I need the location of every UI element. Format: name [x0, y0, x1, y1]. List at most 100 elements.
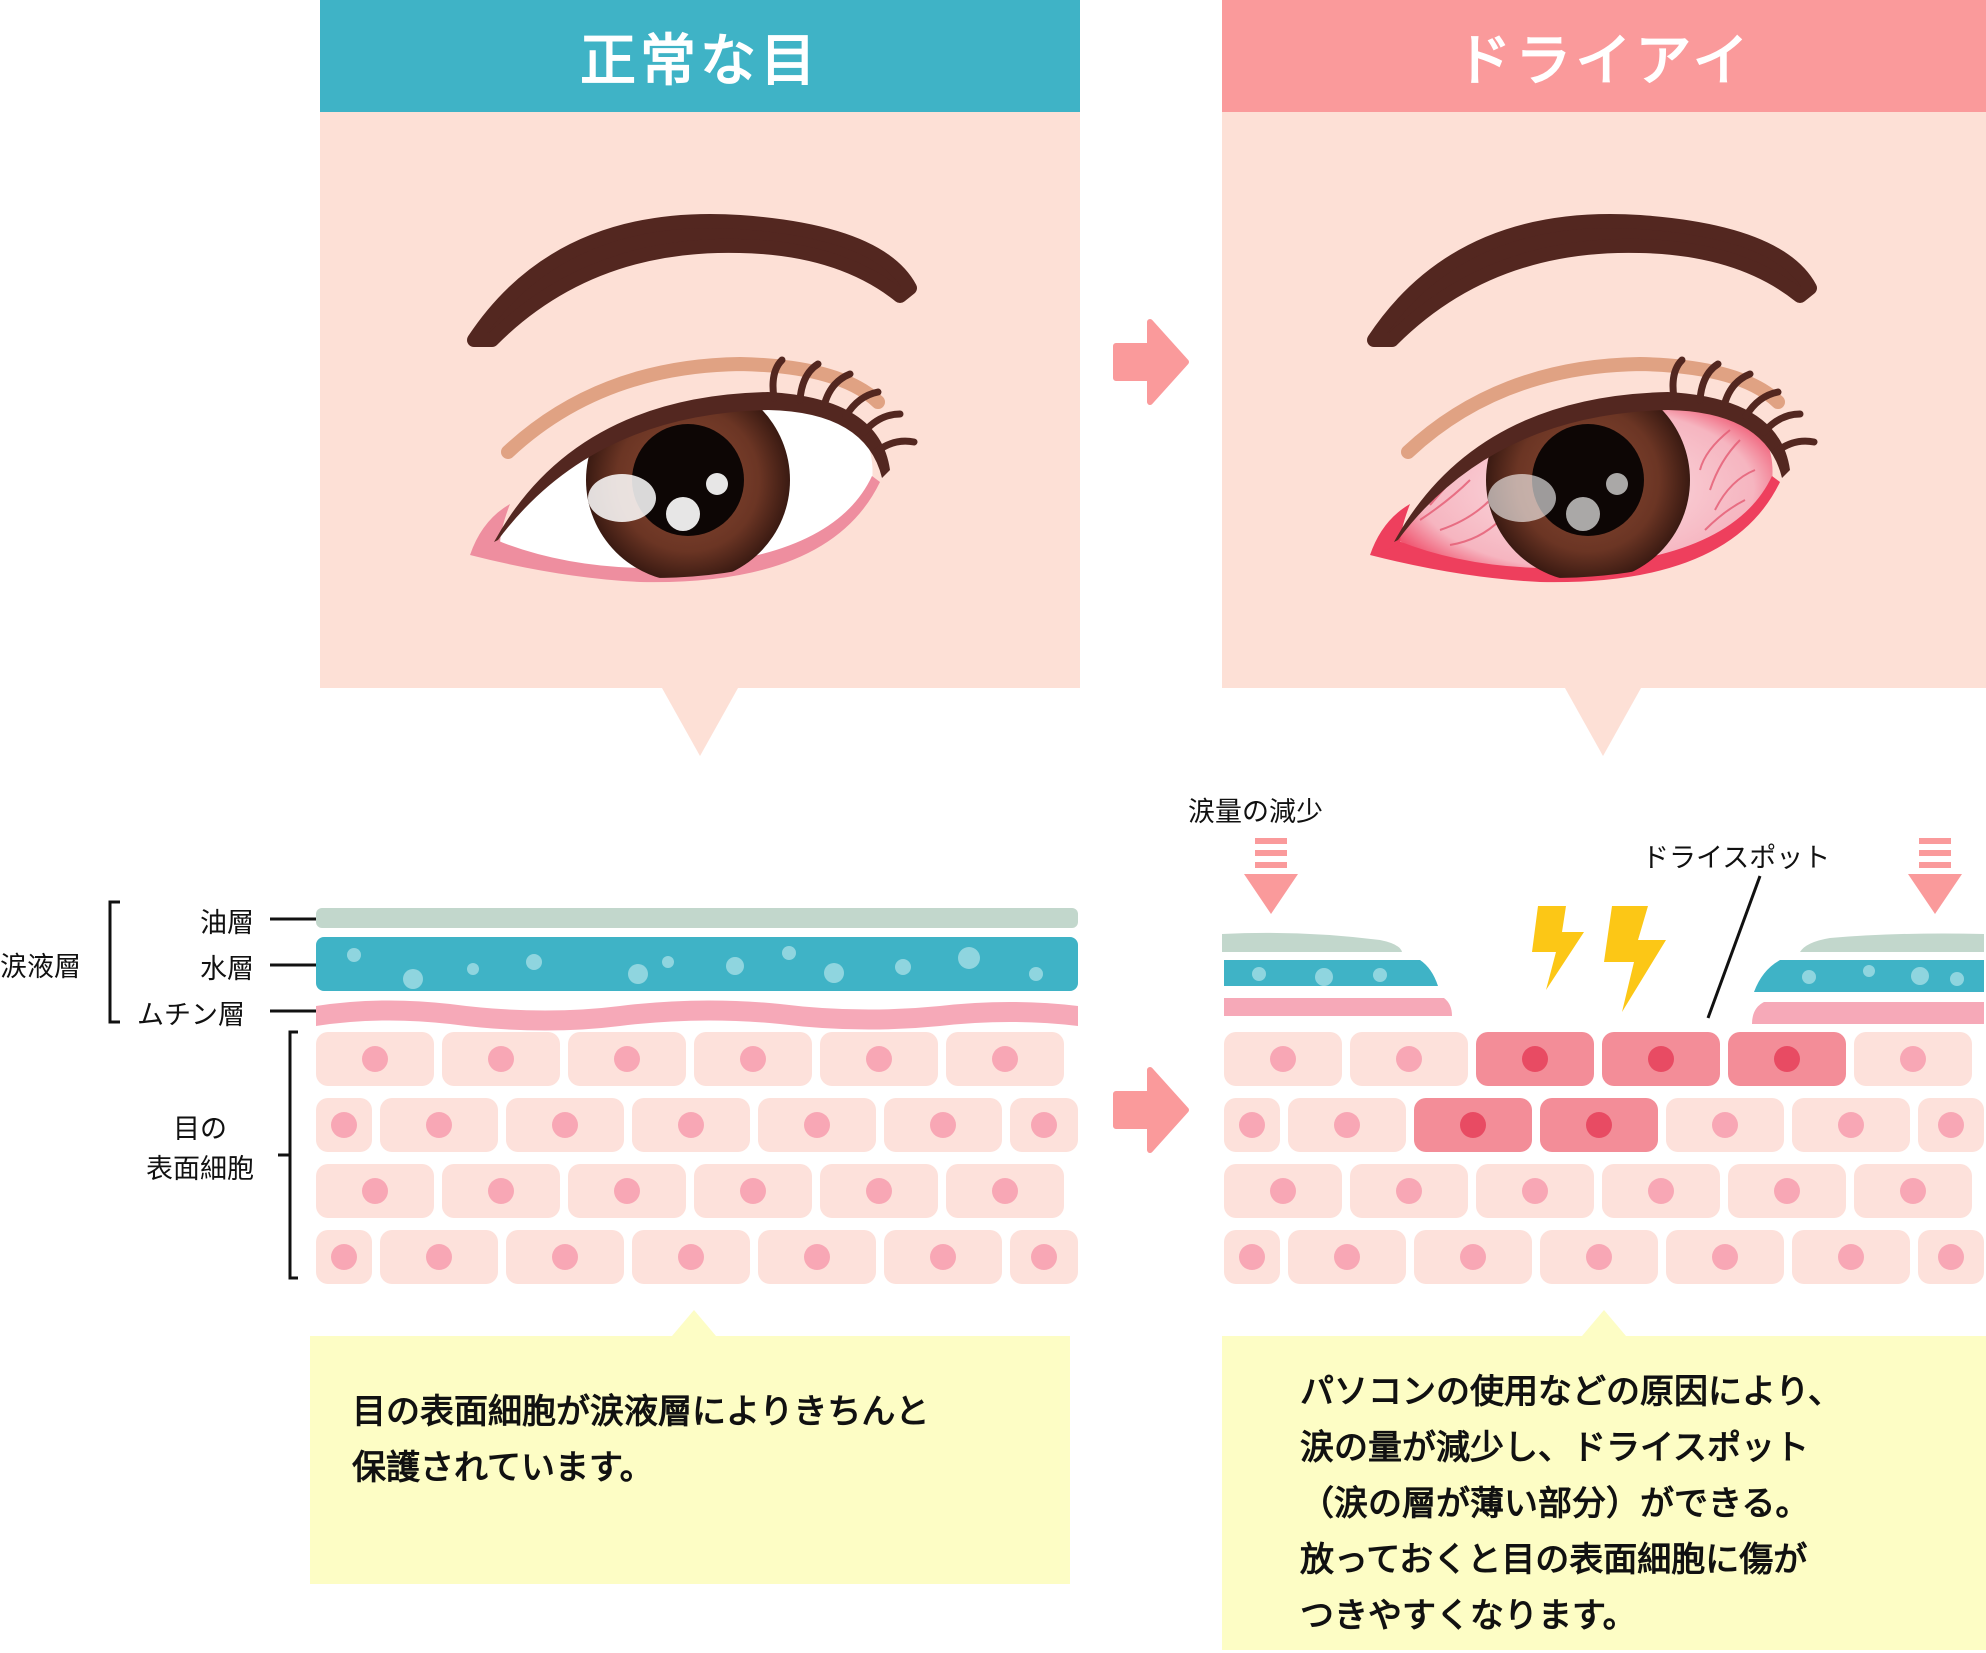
- cell-nucleus: [552, 1112, 578, 1138]
- surface-cells-label: 目の 表面細胞: [130, 1110, 270, 1190]
- cell-nucleus: [1270, 1178, 1296, 1204]
- normal-note-text: 目の表面細胞が涙液層によりきちんと 保護されています。: [352, 1384, 929, 1496]
- surface-cell-bracket: [288, 1030, 298, 1280]
- dry-surface-cells: [1224, 1032, 1984, 1284]
- cell-nucleus: [614, 1046, 640, 1072]
- normal-eye: [467, 214, 918, 583]
- normal-note-line: 目の表面細胞が涙液層によりきちんと: [352, 1392, 930, 1432]
- cell-nucleus: [740, 1046, 766, 1072]
- dry-note-line: （涙の層が薄い部分）ができる。: [1300, 1484, 1810, 1524]
- cell-nucleus: [1522, 1178, 1548, 1204]
- normal-note-pointer: [672, 1310, 716, 1336]
- water-bubbles: [347, 946, 1043, 989]
- cell-nucleus: [1774, 1046, 1800, 1072]
- eye-highlight-medium: [666, 497, 700, 531]
- normal-eye-header: 正常な目: [320, 0, 1080, 112]
- dry-eye-title: ドライアイ: [1455, 28, 1753, 94]
- mucin-layer-left: [1224, 998, 1452, 1016]
- cell-nucleus: [1774, 1178, 1800, 1204]
- dry-note-line: パソコンの使用などの原因により、: [1300, 1372, 1842, 1412]
- cell-nucleus: [930, 1244, 956, 1270]
- lower-lid-rim: [1370, 476, 1780, 583]
- dry-note-text: パソコンの使用などの原因により、 涙の量が減少し、ドライスポット （涙の層が薄い…: [1300, 1364, 1842, 1644]
- surface-cells-label-line2: 表面細胞: [146, 1154, 254, 1185]
- normal-surface-cells: [316, 1032, 1078, 1284]
- cell-nucleus: [426, 1244, 452, 1270]
- eye-highlight-large: [1488, 474, 1556, 522]
- cell-nucleus: [1031, 1112, 1057, 1138]
- cell-nucleus: [1586, 1244, 1612, 1270]
- eye-highlight-large: [588, 474, 656, 522]
- cell-nucleus: [992, 1046, 1018, 1072]
- dry-note-line: 涙の量が減少し、ドライスポット: [1300, 1428, 1809, 1468]
- eye-highlight-small: [1606, 473, 1628, 495]
- cell-nucleus: [1712, 1244, 1738, 1270]
- eyelashes: [1669, 356, 1818, 456]
- cell-nucleus: [362, 1178, 388, 1204]
- mucin-layer: [316, 1000, 1078, 1031]
- cell-nucleus: [1522, 1046, 1548, 1072]
- oil-layer-label: 油層: [200, 908, 254, 939]
- arrow-right-icon: [1113, 1067, 1189, 1153]
- water-layer-label: 水層: [200, 954, 254, 985]
- oil-layer: [316, 908, 1078, 928]
- cell-nucleus: [678, 1244, 704, 1270]
- normal-note-line: 保護されています。: [352, 1448, 654, 1488]
- normal-tear-film: [316, 908, 1078, 1031]
- eyelashes: [769, 356, 918, 456]
- eyebrow: [1367, 214, 1817, 347]
- cell-nucleus: [866, 1046, 892, 1072]
- cell-nucleus: [740, 1178, 766, 1204]
- tear-decrease-label: 涙量の減少: [1188, 797, 1323, 828]
- arrow-down-icon: [1244, 838, 1298, 914]
- oil-layer-left: [1222, 932, 1402, 952]
- cell-nucleus: [866, 1178, 892, 1204]
- eye-highlight-small: [706, 473, 728, 495]
- cell-nucleus: [1396, 1046, 1422, 1072]
- dry-tear-film: [1222, 932, 1984, 1024]
- mucin-layer-right: [1752, 1002, 1984, 1024]
- eyebrow: [467, 214, 917, 347]
- cell-nucleus: [1900, 1046, 1926, 1072]
- cell-nucleus: [1648, 1178, 1674, 1204]
- cell-nucleus: [362, 1046, 388, 1072]
- cell-nucleus: [488, 1046, 514, 1072]
- water-layer: [316, 937, 1078, 991]
- dry-note-box: [1222, 1336, 1986, 1650]
- cell-nucleus: [678, 1112, 704, 1138]
- cell-nucleus: [331, 1244, 357, 1270]
- dry-note-line: 放っておくと目の表面細胞に傷が: [1300, 1540, 1808, 1580]
- cell-nucleus: [804, 1112, 830, 1138]
- inner-corner: [470, 504, 510, 555]
- dry-note-pointer: [1582, 1310, 1626, 1336]
- cell-nucleus: [488, 1178, 514, 1204]
- cell-nucleus: [1900, 1178, 1926, 1204]
- upper-eyelid: [494, 392, 890, 542]
- cell-nucleus: [1460, 1112, 1486, 1138]
- cell-nucleus: [1270, 1046, 1296, 1072]
- cell-nucleus: [804, 1244, 830, 1270]
- cell-nucleus: [1460, 1244, 1486, 1270]
- tear-layer-label: 涙液層: [0, 952, 81, 983]
- cell-nucleus: [552, 1244, 578, 1270]
- cell-nucleus: [1334, 1112, 1360, 1138]
- cell-nucleus: [1938, 1244, 1964, 1270]
- normal-panel-pointer: [662, 688, 738, 756]
- cell-nucleus: [1838, 1112, 1864, 1138]
- cell-nucleus: [1586, 1112, 1612, 1138]
- eye-highlight-medium: [1566, 497, 1600, 531]
- cell-nucleus: [614, 1178, 640, 1204]
- lightning-bolt-icon: [1532, 906, 1584, 990]
- dry-note-line: つきやすくなります。: [1300, 1596, 1637, 1636]
- cell-nucleus: [1031, 1244, 1057, 1270]
- water-bubbles: [1252, 965, 1964, 986]
- inner-corner: [1370, 504, 1410, 555]
- pupil: [632, 424, 744, 536]
- cell-nucleus: [1239, 1244, 1265, 1270]
- dry-spot-leader: [1706, 875, 1762, 1019]
- dry-panel-pointer: [1565, 688, 1641, 756]
- cell-nucleus: [930, 1112, 956, 1138]
- pupil: [1532, 424, 1644, 536]
- surface-cells-label-line1: 目の: [173, 1114, 227, 1145]
